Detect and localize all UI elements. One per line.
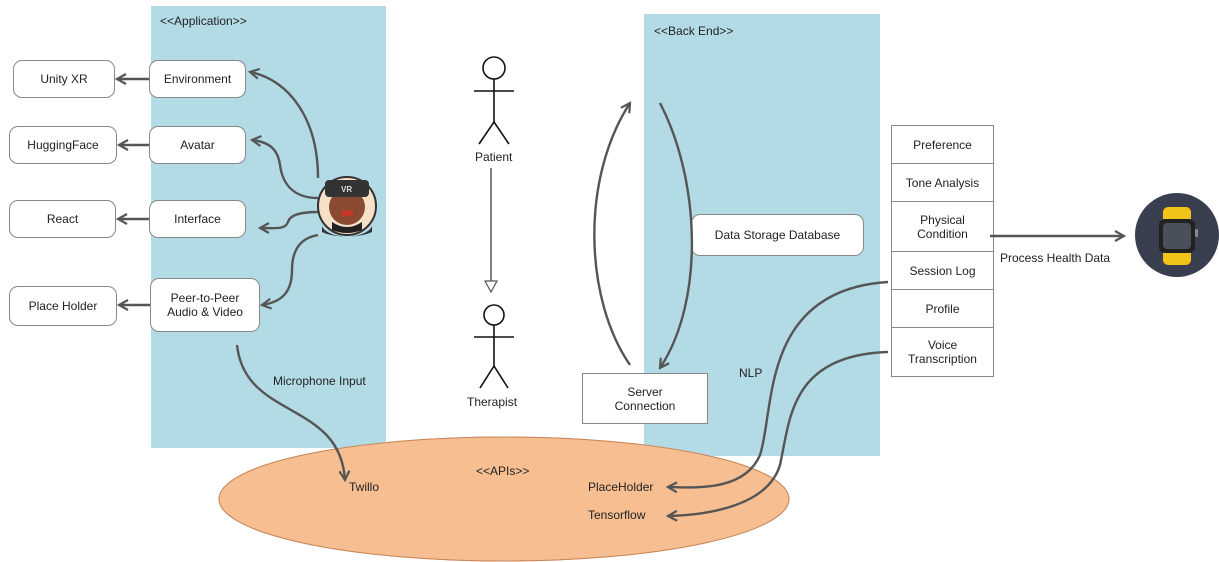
- arrow-vr-avatar: [252, 140, 319, 200]
- twillo-label[interactable]: Twillo: [349, 480, 380, 494]
- arrow-vr-p2p: [262, 233, 319, 305]
- place-holder-label: Place Holder: [28, 299, 98, 313]
- microphone-label: Microphone Input: [273, 374, 366, 388]
- arrow-vr-environment: [250, 72, 320, 179]
- data-storage-box[interactable]: Data Storage Database: [691, 214, 864, 256]
- unity-xr-label: Unity XR: [40, 72, 88, 86]
- place-holder-box[interactable]: Place Holder: [9, 286, 117, 326]
- arrow-voice-tensorflow: [668, 350, 889, 516]
- peer-to-peer-label: Peer-to-Peer Audio & Video: [167, 291, 243, 319]
- server-connection-box[interactable]: Server Connection: [582, 373, 708, 424]
- apis-title: <<APIs>>: [476, 464, 530, 478]
- vr-text: VR: [341, 185, 352, 194]
- server-connection-label: Server Connection: [614, 384, 676, 413]
- react-label: React: [46, 212, 79, 226]
- apis-ellipse-front: [218, 436, 790, 562]
- unity-xr-box[interactable]: Unity XR: [13, 60, 115, 98]
- application-title: <<Application>>: [160, 14, 247, 28]
- huggingface-label: HuggingFace: [27, 138, 99, 152]
- avatar-box[interactable]: Avatar: [149, 126, 246, 164]
- environment-box[interactable]: Environment: [149, 60, 246, 98]
- therapist-label: Therapist: [467, 395, 518, 409]
- stack-voice-transcription[interactable]: Voice Transcription: [908, 338, 977, 366]
- stack-preference[interactable]: Preference: [892, 126, 993, 164]
- backend-title: <<Back End>>: [654, 24, 734, 38]
- patient-actor: [474, 56, 514, 145]
- data-storage-label: Data Storage Database: [714, 228, 841, 242]
- environment-label: Environment: [163, 72, 232, 86]
- peer-to-peer-box[interactable]: Peer-to-Peer Audio & Video: [150, 278, 260, 332]
- stack-tone-analysis[interactable]: Tone Analysis: [892, 164, 993, 202]
- arrow-server-backend: [593, 103, 630, 366]
- placeholder-api-label[interactable]: PlaceHolder: [588, 480, 654, 494]
- arrow-vr-interface: [260, 210, 319, 228]
- interface-box[interactable]: Interface: [149, 200, 246, 238]
- react-box[interactable]: React: [9, 200, 116, 238]
- arrow-backend-server: [660, 102, 694, 368]
- tensorflow-label[interactable]: Tensorflow: [588, 508, 646, 522]
- nlp-label: NLP: [739, 366, 763, 380]
- interface-label: Interface: [174, 212, 221, 226]
- stack-profile[interactable]: Profile: [892, 290, 993, 328]
- data-stack: Preference Tone Analysis Physical Condit…: [891, 125, 994, 377]
- arrow-session-placeholder: [668, 280, 889, 487]
- patient-label: Patient: [475, 150, 513, 164]
- arrow-p2p-twillo: [235, 344, 345, 480]
- stack-session-log[interactable]: Session Log: [892, 252, 993, 290]
- huggingface-box[interactable]: HuggingFace: [9, 126, 117, 164]
- health-label: Process Health Data: [1000, 251, 1111, 265]
- avatar-label: Avatar: [180, 138, 215, 152]
- therapist-actor: [474, 304, 514, 389]
- vr-user-icon: [317, 176, 377, 237]
- stack-physical-condition[interactable]: Physical Condition: [892, 202, 993, 252]
- smartwatch-icon: [1135, 193, 1219, 277]
